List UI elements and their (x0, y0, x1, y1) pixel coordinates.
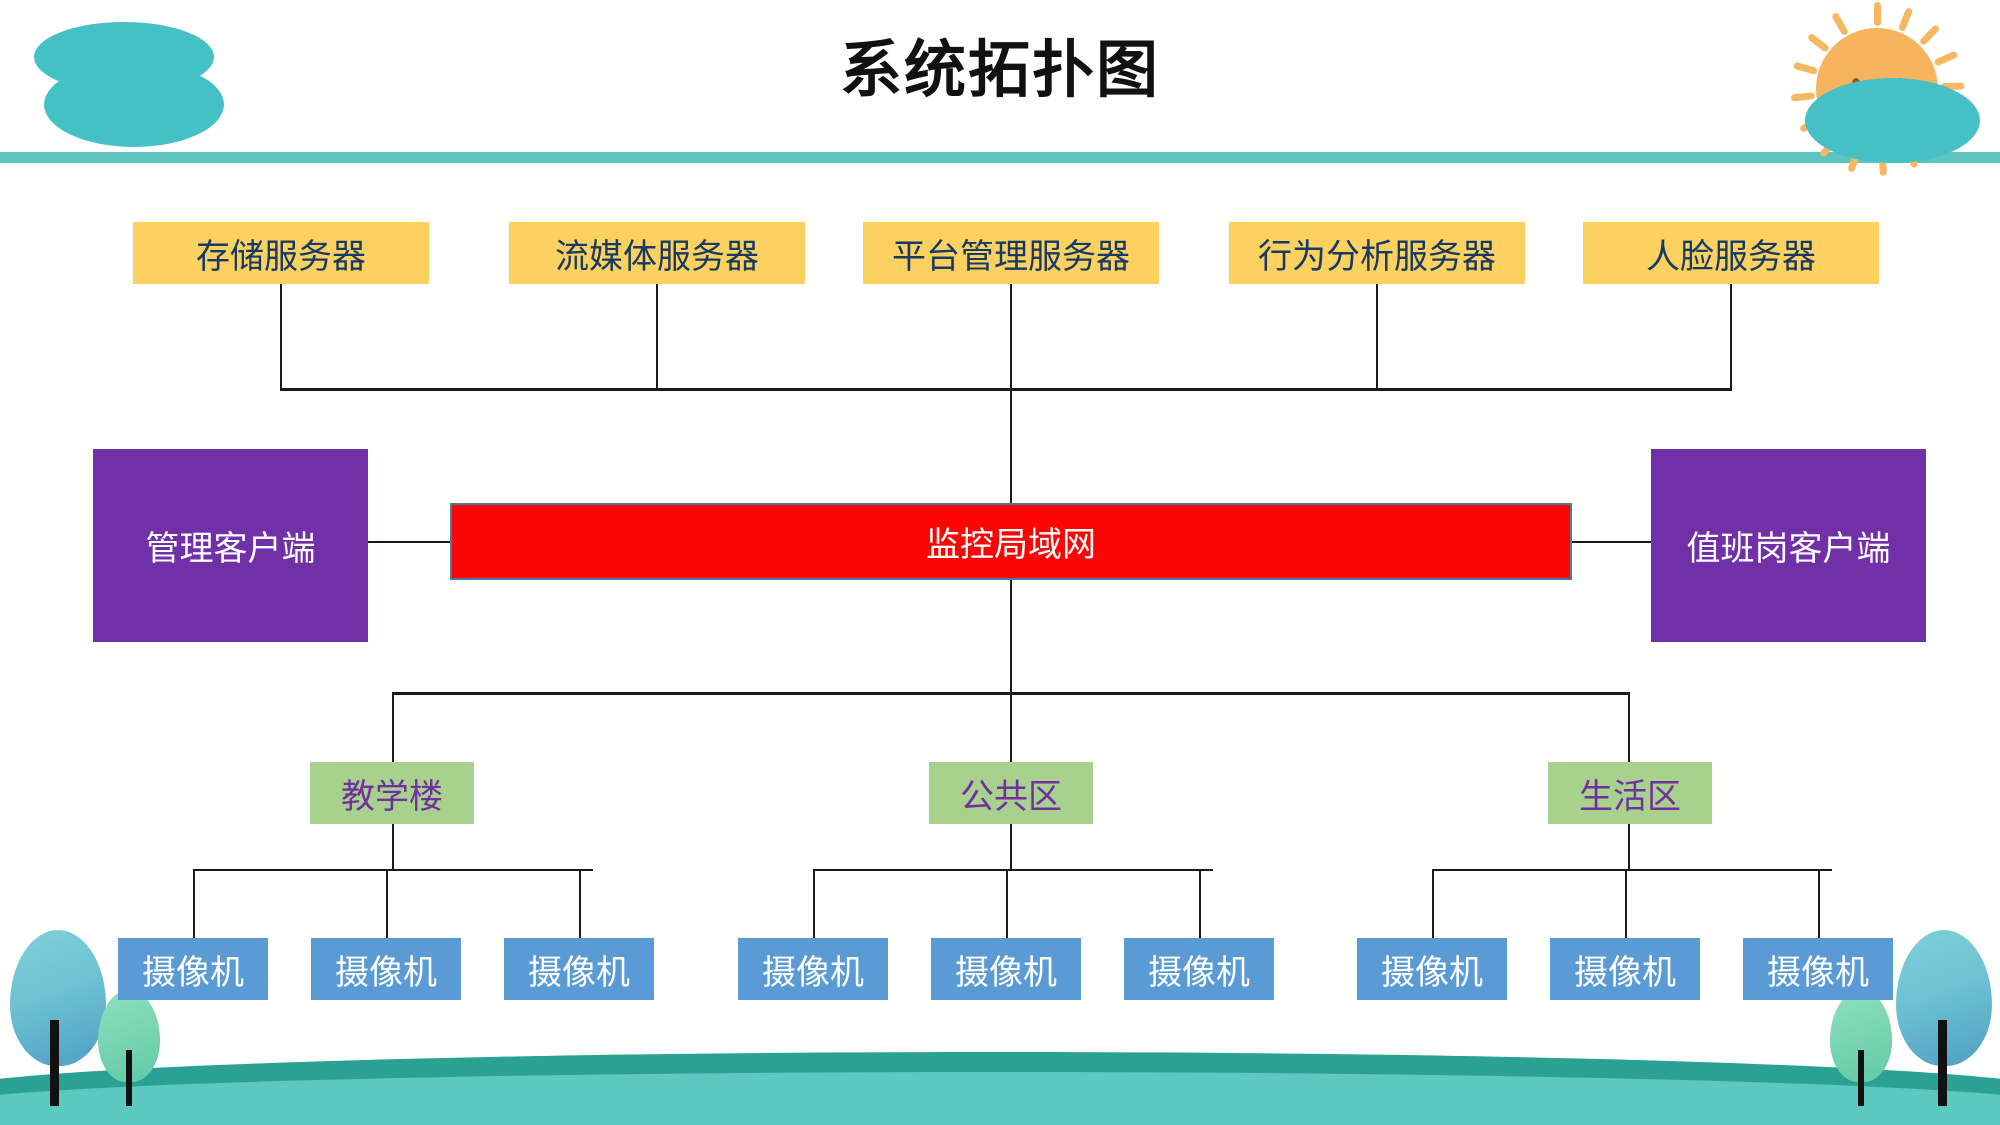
tree-trunk (1858, 1050, 1864, 1106)
connector-server-drop (1376, 284, 1378, 390)
connector-camera-drop (193, 869, 195, 939)
node-camera[interactable]: 摄像机 (118, 938, 268, 1000)
node-camera[interactable]: 摄像机 (311, 938, 461, 1000)
node-camera[interactable]: 摄像机 (1124, 938, 1274, 1000)
connector-camera-drop (1818, 869, 1820, 939)
connector-camera-drop (1432, 869, 1434, 939)
tree-icon (1896, 930, 1992, 1066)
node-camera[interactable]: 摄像机 (504, 938, 654, 1000)
connector-zone-stem (392, 824, 394, 870)
node-zone-public-area[interactable]: 公共区 (929, 762, 1093, 824)
node-camera[interactable]: 摄像机 (931, 938, 1081, 1000)
tree-trunk (1938, 1020, 1947, 1106)
connector-server-drop (1010, 284, 1012, 390)
connector-lan-to-zone-bus (1010, 578, 1012, 694)
node-server-face-recognition[interactable]: 人脸服务器 (1583, 222, 1879, 284)
connector-camera-drop (579, 869, 581, 939)
node-server-platform-management[interactable]: 平台管理服务器 (863, 222, 1159, 284)
connector-camera-bus (193, 869, 593, 871)
node-monitoring-lan[interactable]: 监控局域网 (450, 503, 1572, 580)
connector-lan-to-left-client (368, 541, 452, 543)
connector-zone-drop (1010, 692, 1012, 764)
connector-zone-drop (1628, 692, 1630, 764)
connector-server-bus (280, 388, 1732, 391)
ground-hill-front (0, 1072, 2000, 1125)
connector-camera-drop (386, 869, 388, 939)
connector-camera-drop (1006, 869, 1008, 939)
node-server-streaming-media[interactable]: 流媒体服务器 (509, 222, 805, 284)
connector-camera-bus (813, 869, 1213, 871)
connector-zone-stem (1628, 824, 1630, 870)
connector-camera-drop (1625, 869, 1627, 939)
tree-icon (98, 990, 160, 1082)
header-divider-rule (0, 152, 2000, 163)
node-server-storage[interactable]: 存储服务器 (133, 222, 429, 284)
header-band: 系统拓扑图 (0, 0, 2000, 160)
connector-bus-to-lan (1010, 388, 1012, 505)
connector-server-drop (1730, 284, 1732, 390)
connector-camera-bus (1432, 869, 1832, 871)
page-title: 系统拓扑图 (839, 33, 1160, 106)
connector-zone-stem (1010, 824, 1012, 870)
node-zone-living-area[interactable]: 生活区 (1548, 762, 1712, 824)
node-client-management[interactable]: 管理客户端 (93, 449, 368, 642)
node-server-behavior-analysis[interactable]: 行为分析服务器 (1229, 222, 1525, 284)
tree-trunk (126, 1050, 132, 1106)
connector-zone-drop (392, 692, 394, 764)
connector-lan-to-right-client (1570, 541, 1654, 543)
tree-icon (1830, 990, 1892, 1082)
node-camera[interactable]: 摄像机 (1550, 938, 1700, 1000)
tree-icon (10, 930, 106, 1066)
connector-server-drop (280, 284, 282, 390)
ground-hill-back (0, 1052, 2000, 1125)
node-zone-teaching-building[interactable]: 教学楼 (310, 762, 474, 824)
connector-camera-drop (1199, 869, 1201, 939)
node-client-duty-station[interactable]: 值班岗客户端 (1651, 449, 1926, 642)
tree-trunk (50, 1020, 59, 1106)
node-camera[interactable]: 摄像机 (1743, 938, 1893, 1000)
connector-server-drop (656, 284, 658, 390)
node-camera[interactable]: 摄像机 (1357, 938, 1507, 1000)
connector-camera-drop (813, 869, 815, 939)
node-camera[interactable]: 摄像机 (738, 938, 888, 1000)
